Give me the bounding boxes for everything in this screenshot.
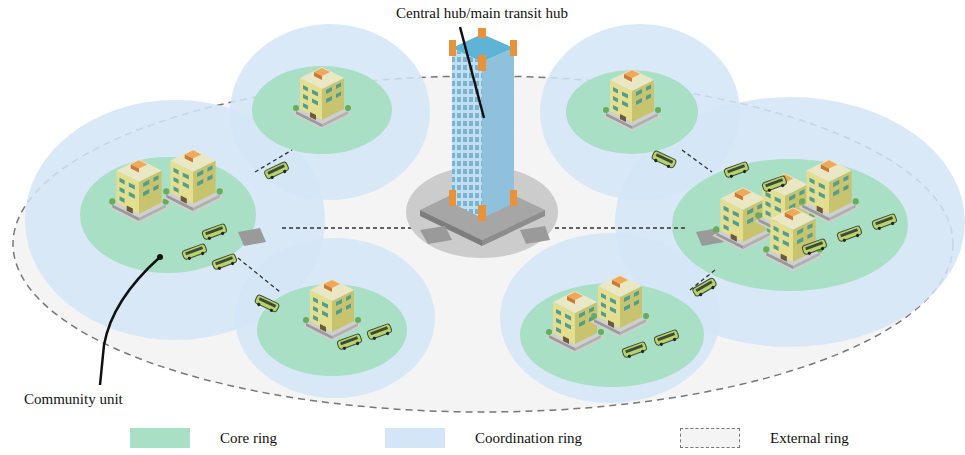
community-callout: Community unit [24,390,123,408]
legend-swatch [130,428,190,448]
legend-dashed-sample [680,428,740,448]
legend-text: Coordination ring [475,429,582,447]
legend-text: External ring [770,429,849,447]
hub-callout: Central hub/main transit hub [396,4,568,22]
legend-swatch [385,428,445,448]
legend-text: Core ring [220,429,277,447]
